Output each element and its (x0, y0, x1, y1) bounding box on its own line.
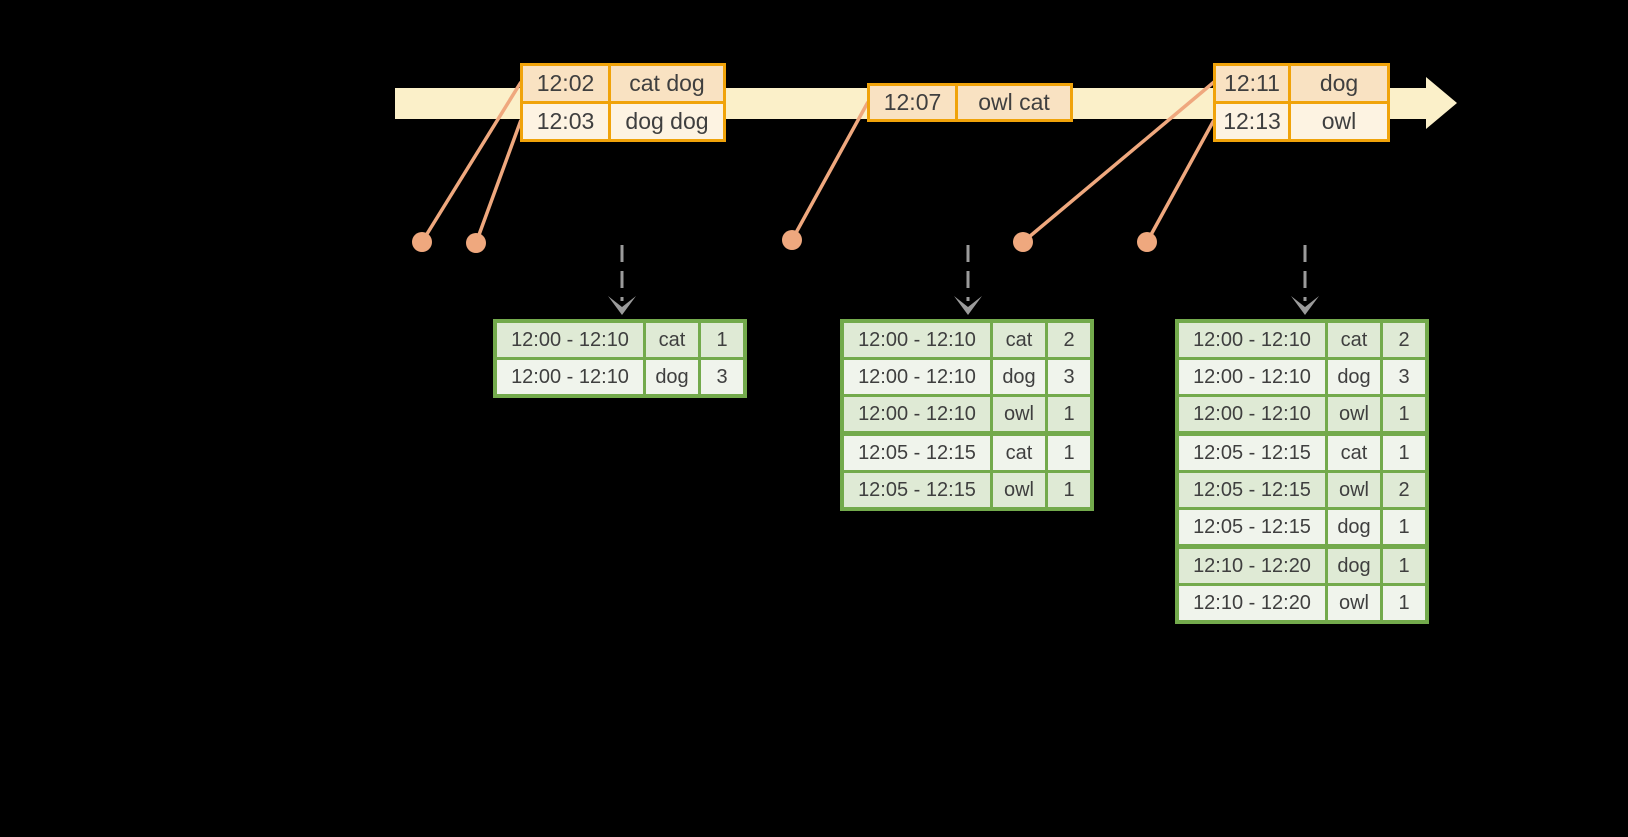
event-words-cell: dog dog (608, 104, 723, 139)
count-cell: 3 (698, 360, 743, 394)
trigger-arrowhead-icon (1291, 296, 1319, 315)
word-cell: dog (643, 360, 698, 394)
window-cell: 12:00 - 12:10 (511, 366, 629, 388)
window-cell: 12:00 - 12:10 (858, 329, 976, 351)
window-cell: 12:05 - 12:15 (1193, 516, 1311, 538)
event-words-cell: dog (1288, 66, 1387, 101)
word-cell: dog (990, 360, 1045, 394)
event-time-cell: 12:02 (536, 70, 595, 96)
word-cell: owl (1325, 586, 1380, 620)
count-cell: 2 (1045, 323, 1090, 357)
event-row: 12:03 dog dog (523, 101, 723, 139)
event-table: 12:07 owl cat (867, 83, 1073, 122)
count-cell: 1 (1380, 510, 1425, 544)
window-cell: 12:00 - 12:10 (858, 403, 976, 425)
event-connector-line (1021, 80, 1216, 244)
word-cell: cat (643, 323, 698, 357)
event-words-cell: owl cat (955, 86, 1070, 119)
event-row: 12:13 owl (1216, 101, 1387, 139)
word-cell: cat (990, 323, 1045, 357)
window-cell: 12:05 - 12:15 (1193, 479, 1311, 501)
event-time-cell: 12:03 (536, 108, 595, 134)
event-marker-dot (1013, 232, 1033, 252)
trigger-arrowhead-icon (608, 296, 636, 315)
count-cell: 3 (1045, 360, 1090, 394)
word-cell: dog (1325, 549, 1380, 583)
word-cell: owl (1325, 397, 1380, 431)
word-cell: dog (1325, 510, 1380, 544)
count-cell: 1 (1380, 397, 1425, 431)
event-marker-dot (782, 230, 802, 250)
count-cell: 1 (698, 323, 743, 357)
window-cell: 12:00 - 12:10 (1193, 329, 1311, 351)
window-cell: 12:00 - 12:10 (1193, 403, 1311, 425)
event-row: 12:07 owl cat (870, 86, 1070, 119)
count-cell: 1 (1380, 549, 1425, 583)
event-time-cell: 12:11 (1224, 70, 1280, 96)
word-cell: cat (1325, 436, 1380, 470)
window-cell: 12:05 - 12:15 (858, 442, 976, 464)
event-time-cell: 12:07 (883, 89, 942, 115)
event-marker-dot (1137, 232, 1157, 252)
word-cell: cat (1325, 323, 1380, 357)
event-table: 12:02 cat dog 12:03 dog dog (520, 63, 726, 142)
trigger-arrowhead-icon (954, 296, 982, 315)
event-words-cell: cat dog (608, 66, 723, 101)
word-cell: owl (990, 473, 1045, 507)
window-cell: 12:10 - 12:20 (1193, 592, 1311, 614)
count-cell: 2 (1380, 473, 1425, 507)
count-cell: 2 (1380, 323, 1425, 357)
event-marker-dot (412, 232, 432, 252)
event-words-cell: owl (1288, 104, 1387, 139)
timeline-arrowhead-icon (1426, 77, 1457, 129)
event-row: 12:02 cat dog (523, 66, 723, 101)
event-row: 12:11 dog (1216, 66, 1387, 101)
count-cell: 3 (1380, 360, 1425, 394)
window-cell: 12:00 - 12:10 (511, 329, 629, 351)
window-cell: 12:05 - 12:15 (858, 479, 976, 501)
event-connector-line (420, 81, 523, 243)
word-cell: cat (990, 436, 1045, 470)
window-cell: 12:00 - 12:10 (1193, 366, 1311, 388)
count-cell: 1 (1045, 397, 1090, 431)
window-cell: 12:00 - 12:10 (858, 366, 976, 388)
word-cell: owl (990, 397, 1045, 431)
window-cell: 12:05 - 12:15 (1193, 442, 1311, 464)
window-cell: 12:10 - 12:20 (1193, 555, 1311, 577)
count-cell: 1 (1380, 436, 1425, 470)
event-connector-line (1145, 119, 1216, 243)
event-marker-dot (466, 233, 486, 253)
count-cell: 1 (1045, 473, 1090, 507)
count-cell: 1 (1380, 586, 1425, 620)
word-cell: owl (1325, 473, 1380, 507)
event-connector-line (474, 119, 523, 244)
event-connector-line (790, 101, 870, 241)
event-table: 12:11 dog 12:13 owl (1213, 63, 1390, 142)
event-time-cell: 12:13 (1223, 108, 1281, 134)
word-cell: dog (1325, 360, 1380, 394)
count-cell: 1 (1045, 436, 1090, 470)
